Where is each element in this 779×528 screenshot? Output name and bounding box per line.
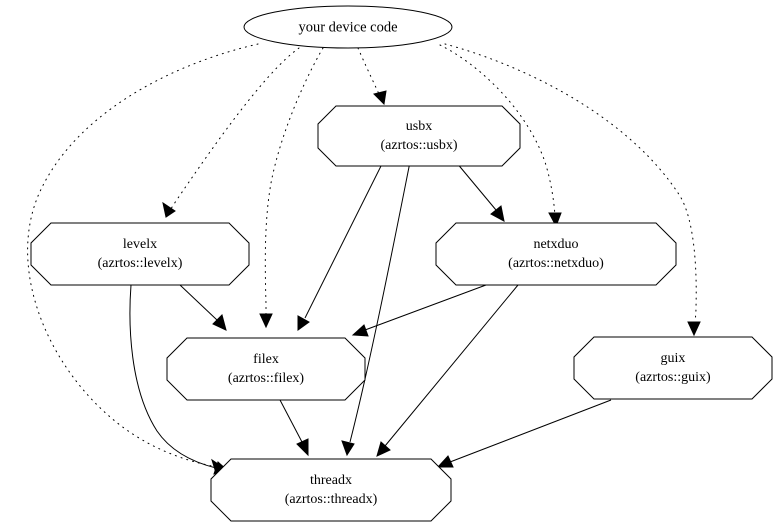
node-label-line1: threadx (310, 473, 352, 488)
edge-device-to-levelx (162, 47, 300, 218)
node-label-line2: (azrtos::filex) (228, 371, 305, 386)
edge-path (357, 47, 380, 95)
edge-netxduo-to-filex (351, 284, 487, 337)
edge-filex-to-threadx (279, 399, 309, 457)
node-usbx[interactable]: usbx (azrtos::usbx) (317, 105, 521, 167)
edge-path (129, 284, 217, 469)
node-octagon-shape (210, 458, 452, 522)
edge-device-to-usbx (357, 47, 387, 106)
node-threadx[interactable]: threadx (azrtos::threadx) (210, 458, 452, 522)
edge-path (304, 161, 384, 319)
node-octagon-shape (435, 222, 677, 286)
edge-path (384, 284, 519, 447)
node-levelx[interactable]: levelx (azrtos::levelx) (30, 222, 250, 286)
edge-usbx-to-threadx (341, 161, 411, 457)
edge-usbx-to-filex (297, 161, 384, 331)
edge-path (27, 43, 259, 469)
edge-path (279, 399, 303, 443)
arrowhead-icon (490, 205, 505, 222)
edge-netxduo-to-threadx (376, 284, 519, 457)
edge-layer (27, 43, 701, 475)
node-netxduo[interactable]: netxduo (azrtos::netxduo) (435, 222, 677, 286)
node-label-line1: filex (253, 352, 279, 367)
edge-path (364, 284, 487, 331)
arrowhead-icon (341, 440, 355, 457)
arrowhead-icon (687, 321, 701, 337)
node-label-line2: (azrtos::usbx) (381, 138, 458, 153)
node-label-line1: guix (661, 351, 686, 366)
edge-path (165, 47, 300, 218)
arrowhead-icon (297, 315, 310, 331)
node-label-line2: (azrtos::levelx) (98, 256, 183, 271)
node-guix[interactable]: guix (azrtos::guix) (573, 336, 773, 400)
edge-device-to-filex (259, 47, 324, 329)
edge-device-to-netxduo (439, 44, 562, 228)
node-label-line1: netxduo (533, 237, 578, 252)
edge-path (449, 399, 612, 463)
node-label-line2: (azrtos::netxduo) (508, 256, 604, 271)
node-octagon-shape (317, 105, 521, 167)
edge-levelx-to-filex (179, 284, 227, 331)
arrowhead-icon (212, 314, 227, 331)
edge-path (455, 161, 497, 211)
node-filex[interactable]: filex (azrtos::filex) (166, 337, 366, 401)
arrowhead-icon (436, 455, 454, 468)
node-layer: your device code usbx (azrtos::usbx) lev… (30, 5, 773, 522)
arrowhead-icon (162, 201, 176, 218)
node-label-line2: (azrtos::guix) (635, 370, 711, 385)
arrowhead-icon (296, 438, 309, 457)
arrowhead-icon (548, 212, 562, 228)
edge-guix-to-threadx (436, 399, 612, 468)
edge-path (264, 47, 324, 328)
arrowhead-icon (351, 324, 369, 337)
node-label-line1: usbx (406, 119, 432, 134)
node-ellipse-shape (243, 5, 453, 49)
arrowhead-icon (376, 441, 391, 457)
node-label-line1: your device code (298, 19, 397, 35)
node-label-line2: (azrtos::threadx) (285, 492, 378, 507)
node-your-device-code[interactable]: your device code (243, 5, 453, 49)
edge-device-to-guix (444, 43, 701, 337)
node-octagon-shape (166, 337, 366, 401)
arrowhead-icon (373, 90, 387, 106)
node-octagon-shape (30, 222, 250, 286)
node-label-line1: levelx (123, 237, 157, 252)
edge-path (179, 284, 218, 321)
node-octagon-shape (573, 336, 773, 400)
edge-usbx-to-netxduo (455, 161, 505, 222)
arrowhead-icon (259, 313, 273, 329)
edge-path (349, 161, 411, 443)
